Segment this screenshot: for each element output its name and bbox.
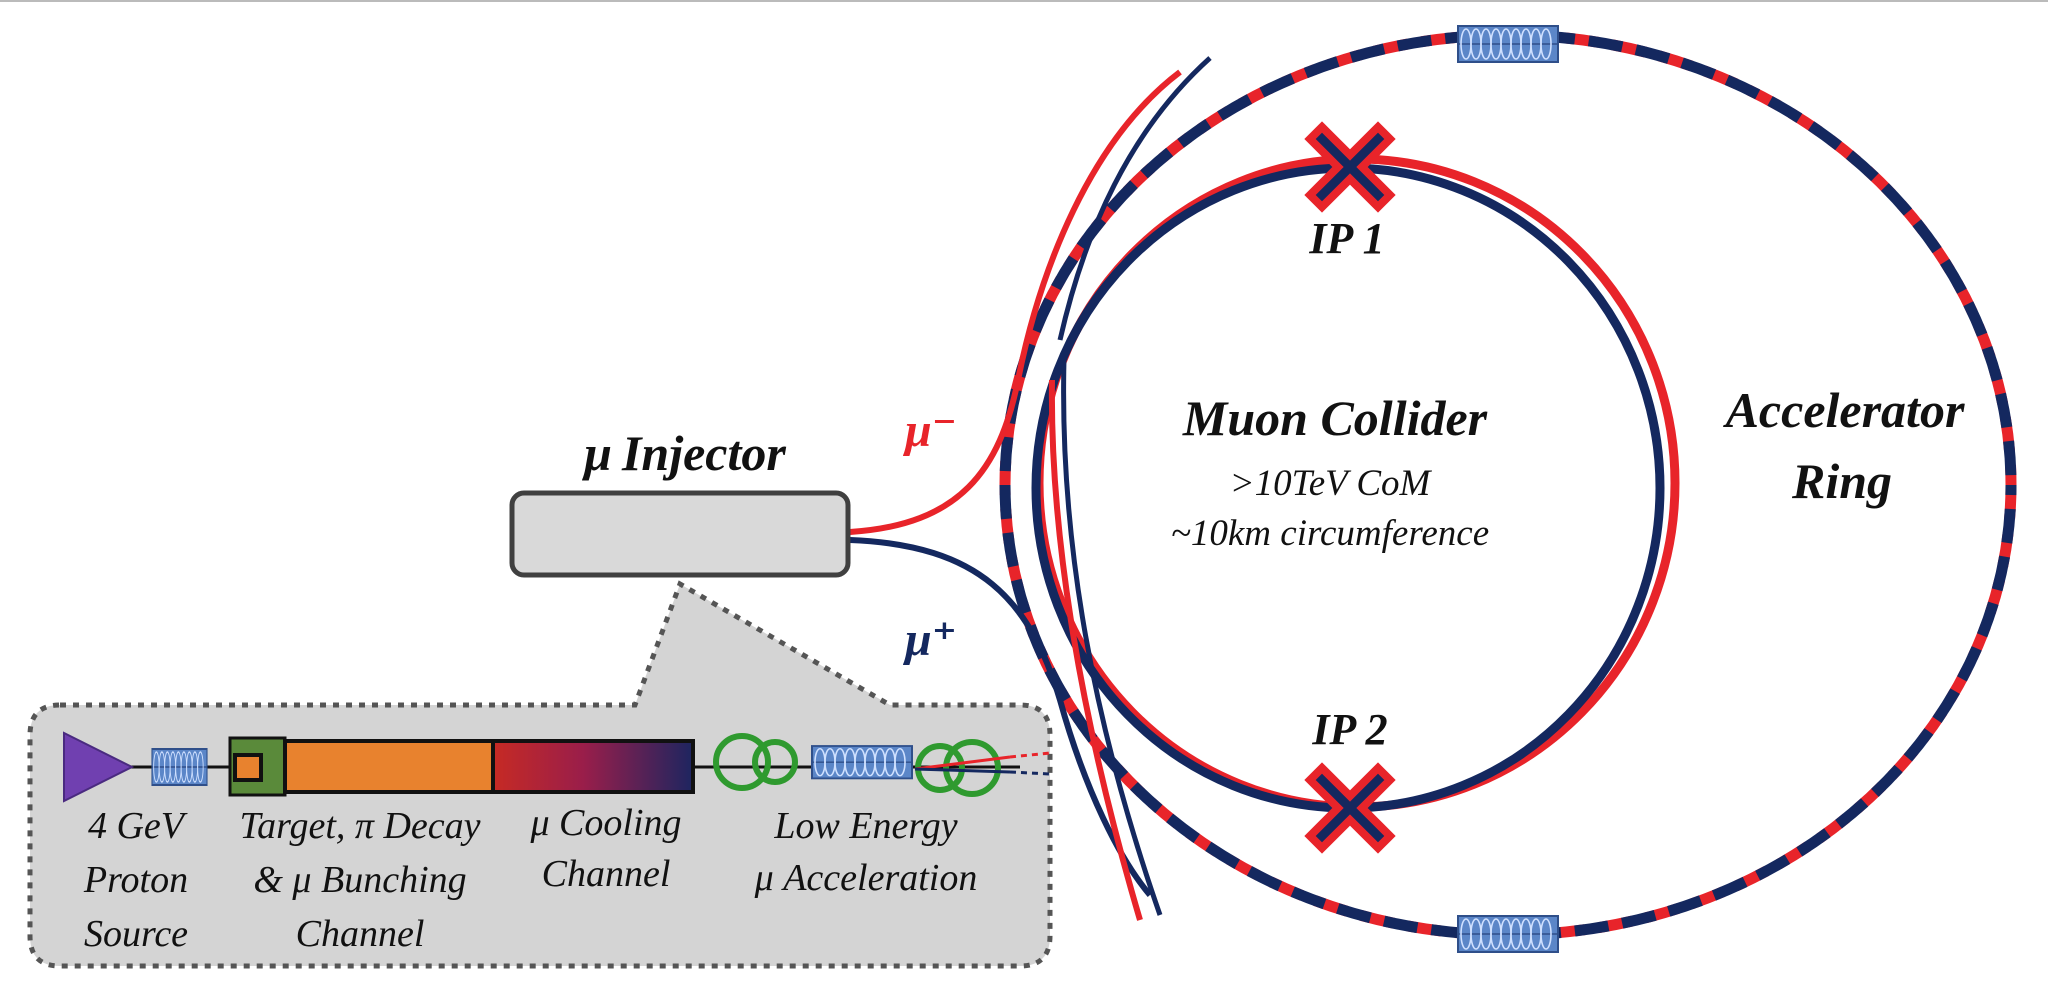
rf-loop-icon-1: [713, 733, 798, 791]
ip2-label: IP 2: [1311, 705, 1387, 754]
mu-minus-label: μ⁻: [902, 404, 957, 457]
exit-line-navy-dashed: [1009, 770, 1051, 776]
stage-label-proton-2: Proton: [83, 859, 188, 901]
ip1-label: IP 1: [1308, 214, 1384, 263]
injector-box: [509, 490, 851, 578]
proton-source-triangle-icon: [63, 731, 135, 803]
stage-label-accel-1: Low Energy: [773, 805, 957, 847]
collider-title: Muon Collider: [1182, 390, 1488, 446]
collider-energy: >10TeV CoM: [1230, 463, 1433, 504]
stage-label-target-3: Channel: [296, 913, 425, 955]
mu-plus-label: μ⁺: [902, 613, 957, 666]
ring-magnet-top: [1457, 25, 1559, 63]
stage-label-proton-1: 4 GeV: [88, 805, 188, 847]
stage-label-cooling-2: Channel: [542, 853, 671, 895]
stage-label-target-1: Target, π Decay: [239, 805, 480, 847]
target-core: [233, 753, 263, 782]
collider-circumference: ~10km circumference: [1171, 513, 1489, 554]
accelerator-label-line2: Ring: [1791, 453, 1892, 509]
ring-magnet-bottom: [1457, 915, 1559, 953]
stage-label-accel-2: μ Acceleration: [754, 857, 978, 899]
accelerator-label-line1: Accelerator: [1723, 382, 1965, 438]
ip2-cross-icon: [1304, 762, 1396, 854]
stage-label-proton-3: Source: [84, 913, 188, 955]
exit-line-red: [914, 755, 1011, 771]
stage-label-target-2: & μ Bunching: [253, 859, 466, 901]
ip1-cross-icon: [1304, 121, 1396, 213]
pi-decay-channel: [283, 739, 495, 794]
cooling-channel: [491, 739, 695, 794]
stage-label-cooling-1: μ Cooling: [529, 802, 681, 844]
exit-line-navy: [914, 767, 1011, 774]
proton-magnet-coil-icon: [151, 748, 208, 786]
transfer-lines: [849, 56, 1212, 921]
acceleration-magnet-coil-icon: [811, 745, 913, 780]
exit-line-red-dashed: [1009, 751, 1051, 759]
